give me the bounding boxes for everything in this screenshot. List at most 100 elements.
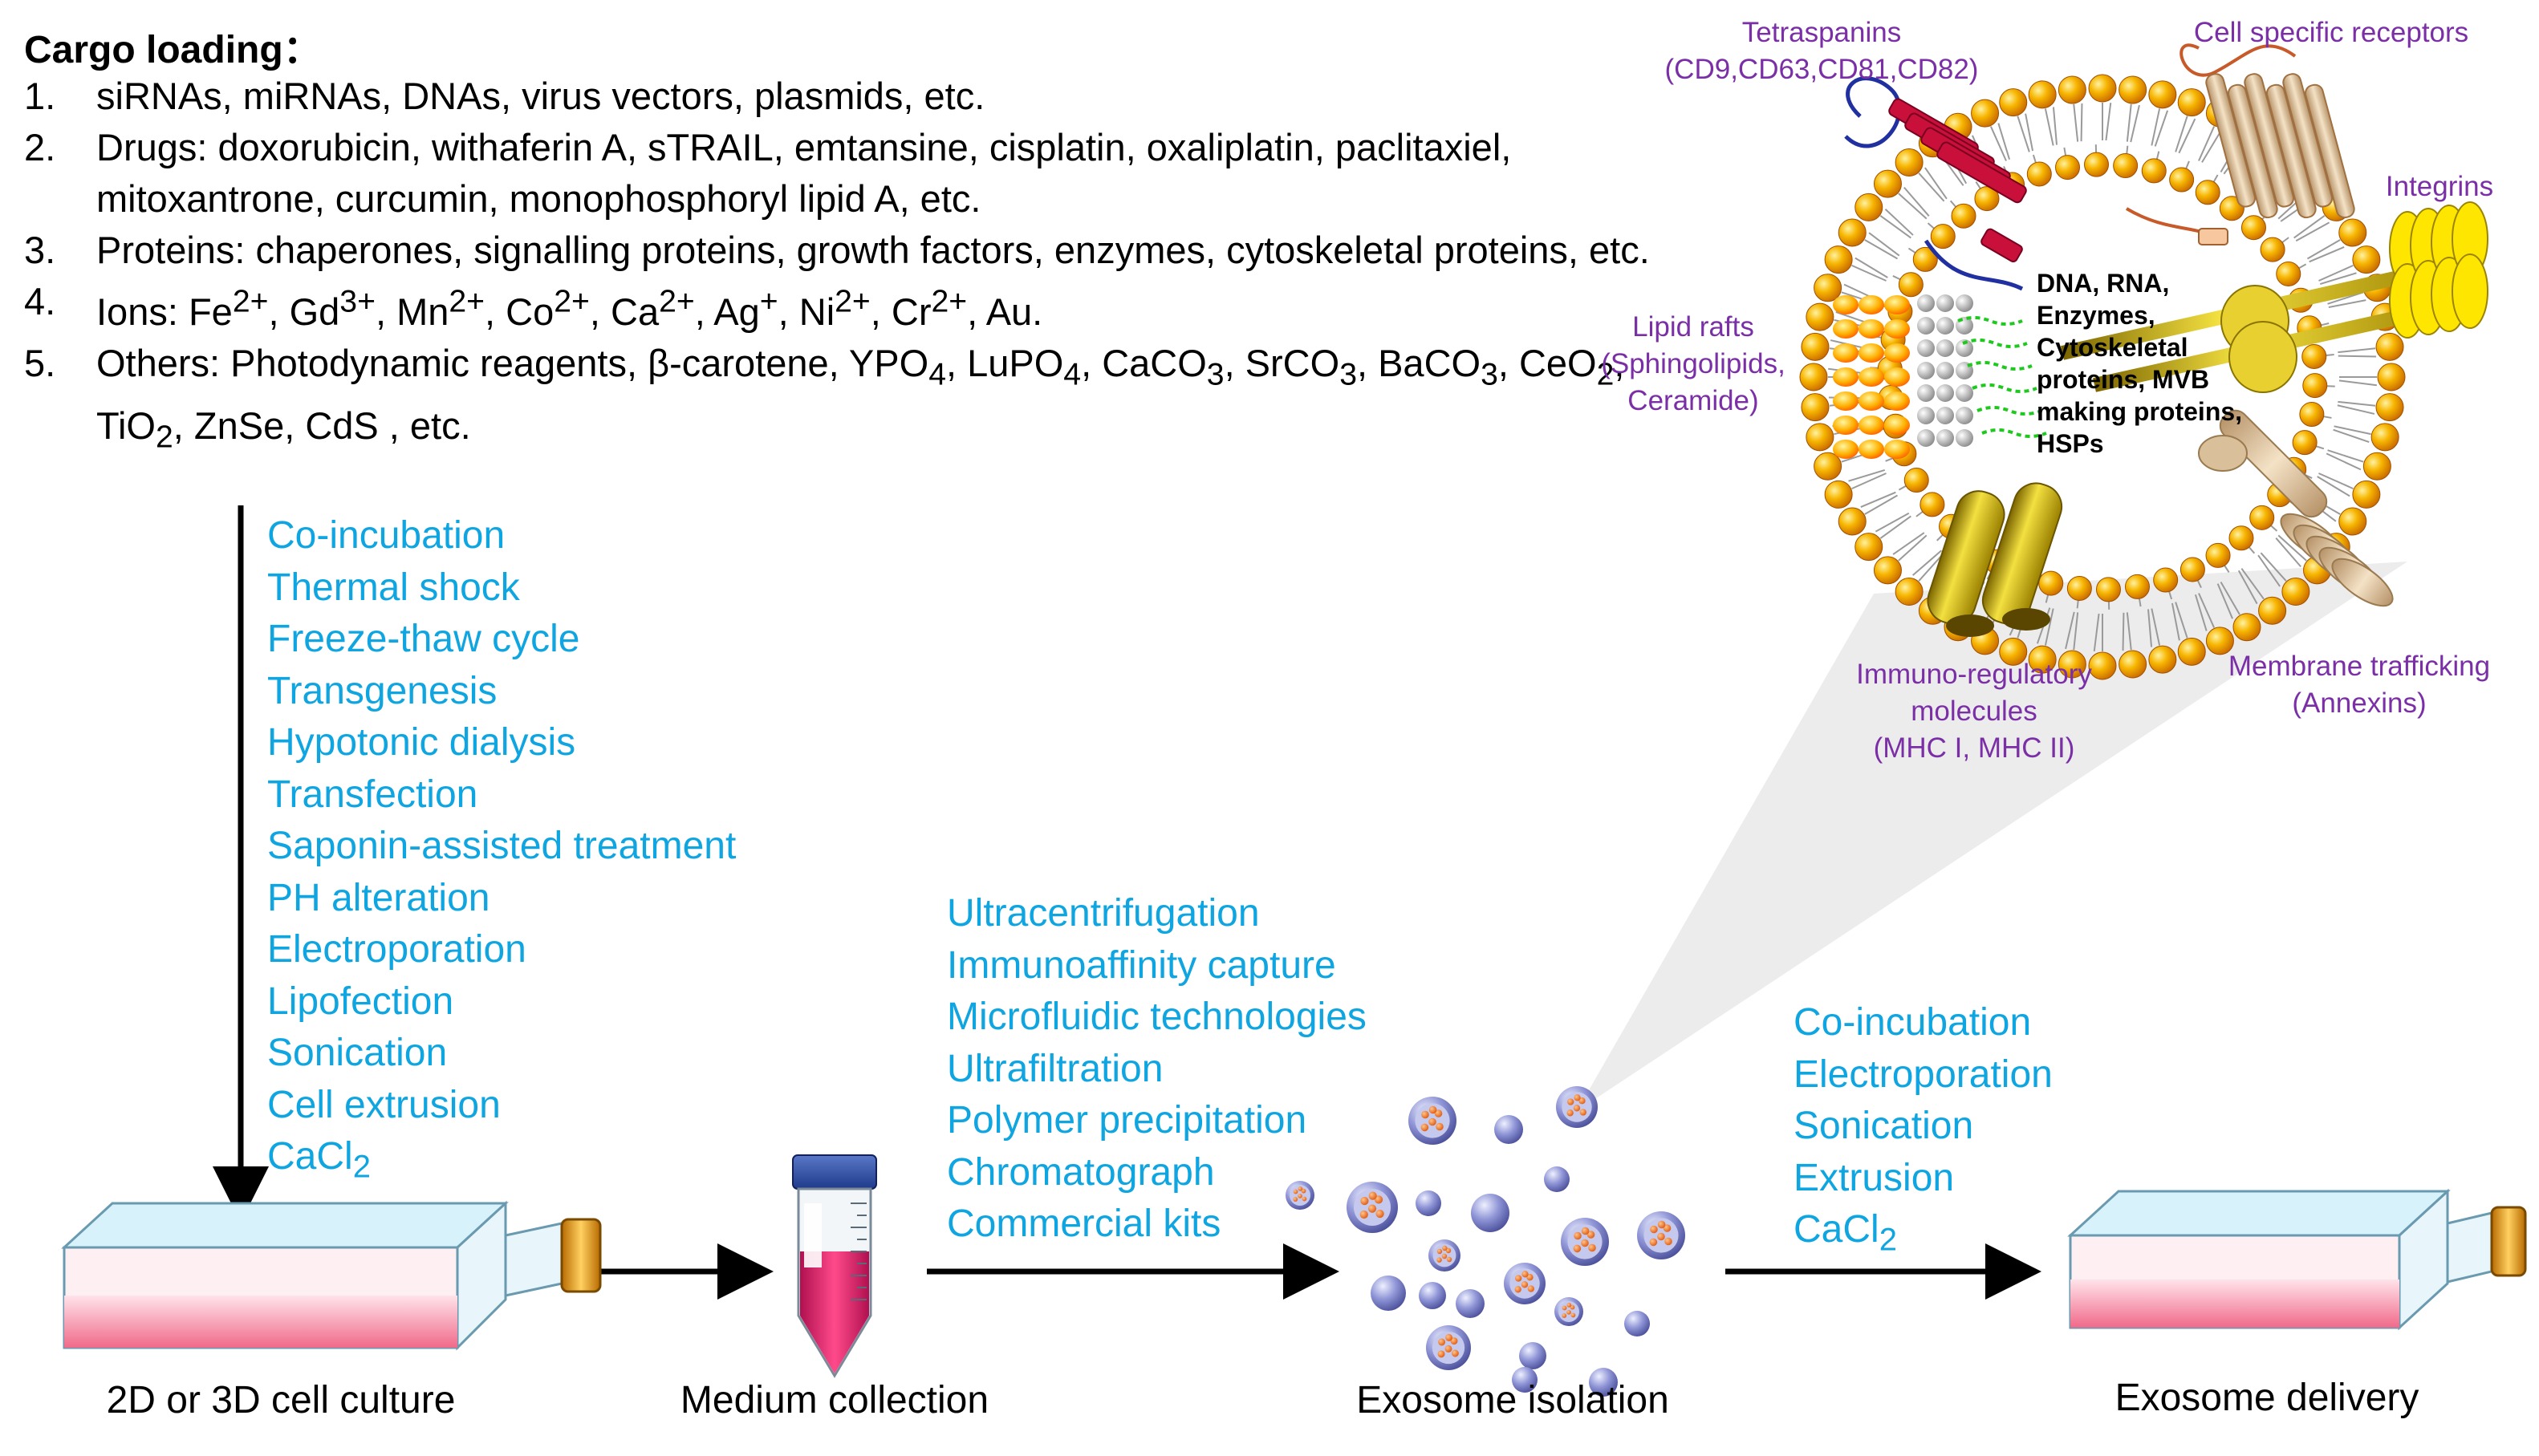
cargo-item-text: Others: Photodynamic reagents, β-caroten… <box>96 341 1625 455</box>
cargo-item-number: 4. <box>24 280 56 322</box>
cargo-item-text: siRNAs, miRNAs, DNAs, virus vectors, pla… <box>96 75 985 117</box>
tetraspanin-icon <box>1844 76 2027 291</box>
lipid-head <box>1824 480 1853 509</box>
lipid-head <box>1854 533 1883 562</box>
label-lipid-rafts: Lipid rafts(Sphingolipids,Ceramide) <box>1601 311 1785 416</box>
loading-method-item: PH alteration <box>267 876 490 919</box>
cargo-item-number: 2. <box>24 126 56 168</box>
lipid-head <box>1898 272 1924 298</box>
delivery-method-item: Sonication <box>1794 1105 1974 1147</box>
lipid-head <box>1999 637 2028 666</box>
isolation-method-item: Ultracentrifugation <box>947 892 1260 935</box>
lipid-head <box>2232 613 2261 642</box>
loaded-vesicle <box>1426 1325 1471 1370</box>
loaded-vesicle <box>1347 1182 1398 1233</box>
lipid-head <box>1895 578 1924 606</box>
cargo-loading-title: Cargo loading： <box>24 29 322 71</box>
lipid-head <box>1903 468 1929 493</box>
empty-vesicle <box>1512 1367 1538 1393</box>
loaded-vesicle <box>1561 1218 1609 1266</box>
cargo-item: 4. Ions: Fe2+, Gd3+, Mn2+, Co2+, Ca2+, Ag… <box>24 276 1669 338</box>
lipid-head <box>2205 542 2231 568</box>
lipid-head <box>2205 627 2234 655</box>
lipid-head <box>2301 343 2327 369</box>
cargo-item-text: Drugs: doxorubicin, withaferin A, sTRAIL… <box>96 126 1512 220</box>
empty-vesicle <box>1456 1289 1485 1318</box>
lipid-head <box>2088 651 2117 680</box>
cell-receptor-icon <box>2125 43 2355 245</box>
lipid-head <box>2375 393 2404 422</box>
empty-vesicle <box>1416 1190 1441 1216</box>
lipid-head <box>2375 332 2404 361</box>
isolation-method-item: Chromatograph <box>947 1150 1215 1194</box>
loading-method-item: CaCl2 <box>267 1135 371 1185</box>
lipid-head <box>2066 575 2092 601</box>
lipid-head <box>2028 645 2057 674</box>
lipid-head <box>2179 557 2205 582</box>
lipid-head <box>1801 332 1830 361</box>
lipid-raft-icon <box>1833 294 2047 459</box>
lipid-head <box>1824 245 1853 274</box>
lipid-head <box>2338 507 2367 536</box>
stage-label-delivery: Exosome delivery <box>2114 1377 2419 1419</box>
lipid-head <box>2169 167 2195 193</box>
lipid-head <box>2338 218 2367 247</box>
isolation-method-item: Commercial kits <box>947 1203 1221 1245</box>
label-membrane-trafficking: Membrane trafficking(Annexins) <box>2228 651 2491 719</box>
empty-vesicle <box>1371 1276 1406 1311</box>
lipid-head <box>2281 578 2310 606</box>
lipid-head <box>1838 218 1867 247</box>
lipid-head <box>1806 423 1834 452</box>
empty-vesicle <box>1419 1282 1446 1309</box>
lipid-head <box>1838 507 1867 536</box>
isolation-method-item: Immunoaffinity capture <box>947 943 1336 987</box>
mhc-molecule-icon <box>1927 482 2063 637</box>
empty-vesicle <box>1589 1368 1618 1397</box>
lipid-head <box>2028 80 2057 109</box>
loading-method-item: Transfection <box>267 773 478 816</box>
cargo-item-text: Ions: Fe2+, Gd3+, Mn2+, Co2+, Ca2+, Ag+,… <box>96 284 1043 333</box>
lipid-head <box>2095 577 2121 602</box>
isolation-method-item: Ultrafiltration <box>947 1047 1164 1090</box>
lipid-head <box>2249 505 2275 530</box>
loaded-vesicle <box>1556 1086 1598 1128</box>
lipid-head <box>1895 148 1924 176</box>
cargo-item-number: 1. <box>24 75 56 117</box>
lipid-head <box>1799 363 1828 391</box>
lipid-head <box>2370 423 2399 452</box>
lipid-head <box>2377 363 2406 391</box>
lipid-head <box>2124 574 2150 599</box>
isolation-method-item: Microfluidic technologies <box>947 996 1367 1038</box>
delivery-flask-icon <box>2067 1188 2527 1331</box>
loaded-vesicle <box>1286 1181 1314 1210</box>
integrin-icon <box>2061 201 2488 393</box>
lipid-head <box>2177 88 2206 117</box>
lipid-head <box>1814 274 1842 302</box>
lipid-head <box>2148 645 2177 674</box>
lipid-head <box>2119 650 2147 679</box>
cargo-item: 3.Proteins: chaperones, signalling prote… <box>24 225 1669 276</box>
lipid-head <box>2119 75 2147 104</box>
loaded-vesicle <box>1428 1239 1460 1271</box>
lipid-head <box>1974 186 2000 212</box>
cargo-item-text: Proteins: chaperones, signalling protein… <box>96 229 1650 271</box>
lipid-head <box>2058 650 2086 679</box>
lipid-head <box>2038 570 2064 596</box>
loaded-vesicle <box>1637 1211 1685 1259</box>
empty-vesicle <box>1519 1342 1546 1369</box>
loading-method-item: Transgenesis <box>267 669 498 712</box>
lipid-head <box>1873 169 1902 198</box>
lipid-head <box>2292 430 2318 456</box>
annexin-icon <box>2198 409 2394 607</box>
lipid-head <box>1814 452 1842 481</box>
lipid-head <box>1971 99 2000 128</box>
exosome-vesicles-cluster <box>1286 1086 1685 1397</box>
lipid-head <box>1806 302 1834 331</box>
lipid-head <box>2141 158 2167 184</box>
cargo-item-number: 5. <box>24 341 56 384</box>
lipid-head <box>1873 556 1902 585</box>
